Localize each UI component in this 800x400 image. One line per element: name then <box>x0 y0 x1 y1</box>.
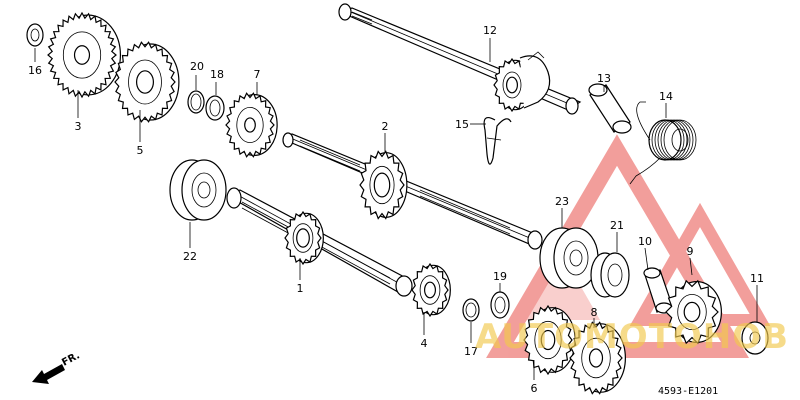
part-20-circlip <box>187 90 205 114</box>
part-15-spring-clip <box>483 117 512 165</box>
callout-17: 17 <box>464 345 478 358</box>
part-11-washer <box>741 321 769 355</box>
part-8-gear <box>569 321 626 395</box>
part-9-drive-sprocket <box>665 279 722 345</box>
part-2-countershaft <box>282 132 543 250</box>
part-13-collar <box>588 83 632 134</box>
part-5-gear <box>114 41 180 123</box>
callout-9: 9 <box>687 245 694 258</box>
callout-16: 16 <box>28 64 42 77</box>
part-14-spring <box>629 101 697 185</box>
part-16-washer <box>26 23 44 47</box>
front-direction-indicator: FR. <box>32 350 82 384</box>
part-12-ratchet <box>519 51 551 109</box>
watermark-text: AUTOMOTOHOB <box>475 317 789 357</box>
callout-10: 10 <box>638 235 652 248</box>
callout-5: 5 <box>137 144 144 157</box>
callout-3: 3 <box>75 120 82 133</box>
part-1-mainshaft-gear <box>284 210 324 266</box>
part-17-circlip <box>462 298 480 322</box>
callout-2: 2 <box>382 120 389 133</box>
part-4-gear <box>411 262 451 318</box>
part-12-kickstarter-spindle <box>338 3 582 115</box>
leader-lines <box>34 38 758 380</box>
part-21-oil-seal <box>590 252 630 298</box>
callout-12: 12 <box>483 24 497 37</box>
diagram-code: 4593-E1201 <box>658 386 718 397</box>
part-7-gear <box>225 92 278 158</box>
callout-23: 23 <box>555 195 569 208</box>
part-18-washer <box>205 95 225 121</box>
part-23-bearing <box>539 227 599 289</box>
part-3-gear <box>47 11 122 99</box>
callout-8: 8 <box>591 306 598 319</box>
callout-21: 21 <box>610 219 624 232</box>
callout-22: 22 <box>183 250 197 263</box>
callout-14: 14 <box>659 90 673 103</box>
callout-15: 15 <box>455 118 469 131</box>
callout-labels: 16 3 5 20 18 7 12 13 14 15 2 23 21 10 9 … <box>28 24 764 395</box>
part-19-washer <box>490 291 510 319</box>
callout-4: 4 <box>421 337 428 350</box>
part-2-countershaft-gear <box>359 150 408 220</box>
callout-18: 18 <box>210 68 224 81</box>
front-label: FR. <box>60 350 82 368</box>
callout-1: 1 <box>297 282 304 295</box>
callout-19: 19 <box>493 270 507 283</box>
callout-20: 20 <box>190 60 204 73</box>
callout-11: 11 <box>750 272 764 285</box>
callout-6: 6 <box>531 382 538 395</box>
callout-7: 7 <box>254 68 261 81</box>
callout-13: 13 <box>597 72 611 85</box>
front-arrow-icon <box>32 364 65 384</box>
part-22-bearing <box>169 159 227 221</box>
